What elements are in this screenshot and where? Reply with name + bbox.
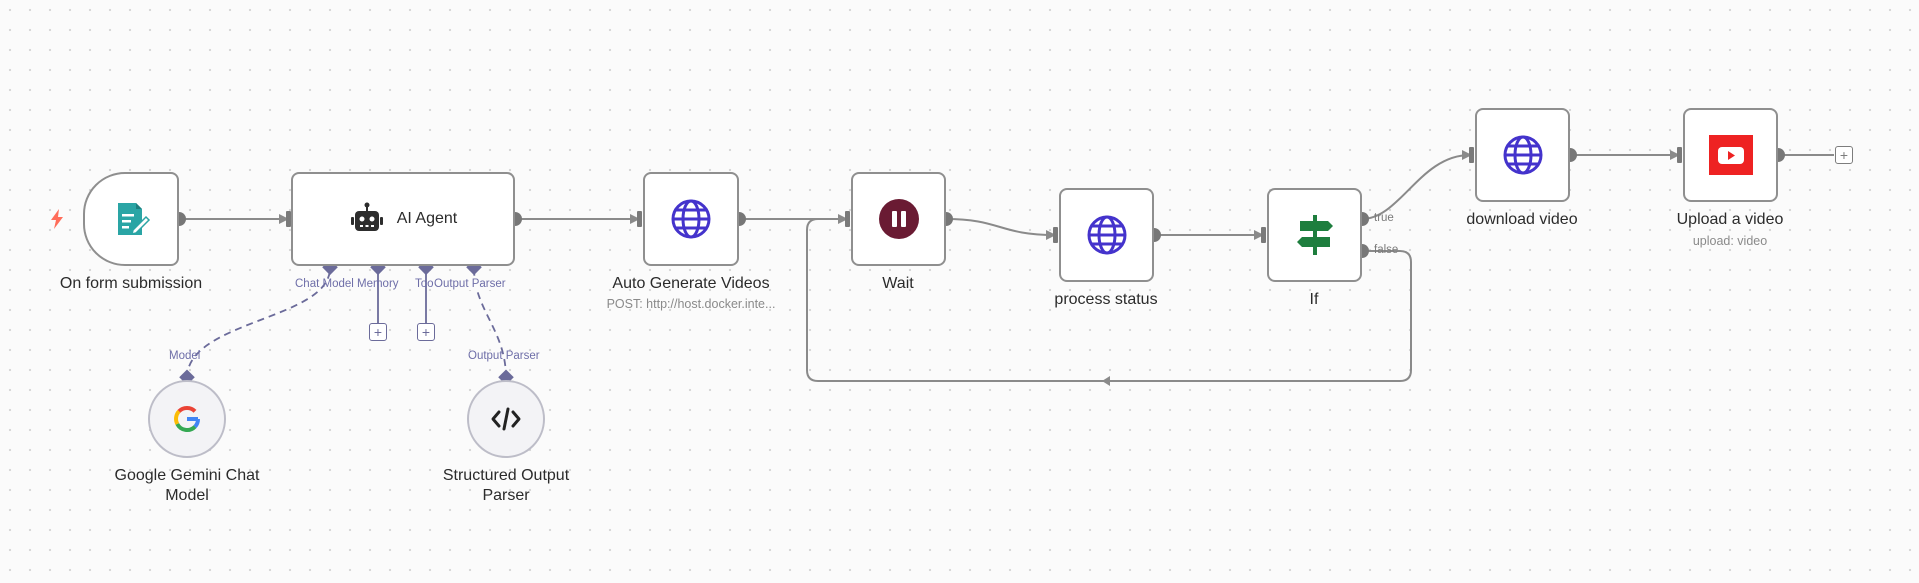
if-true-label: true	[1374, 212, 1394, 224]
if-label: If	[1309, 291, 1319, 308]
add-tool-button[interactable]: +	[417, 323, 435, 341]
edge-gemini-to-agent	[186, 267, 331, 379]
process-status-label: process status	[1054, 291, 1158, 308]
parser-port-label: Output Parser	[468, 350, 540, 362]
signpost-icon	[1296, 215, 1333, 255]
gemini-chat-model-node[interactable]	[148, 380, 226, 458]
form-trigger-node[interactable]	[83, 172, 179, 266]
globe-icon	[1503, 135, 1542, 175]
gemini-label-line2: Model	[165, 487, 209, 504]
structured-output-parser-node[interactable]	[467, 380, 545, 458]
if-node[interactable]	[1267, 188, 1362, 282]
wait-node[interactable]	[851, 172, 946, 266]
ai-agent-node[interactable]: AI Agent	[291, 172, 515, 266]
parser-label-line2: Parser	[482, 487, 530, 504]
form-trigger-label: On form submission	[59, 275, 203, 292]
code-icon	[491, 407, 521, 431]
wait-label: Wait	[882, 275, 914, 292]
gemini-label-line1: Google Gemini Chat	[114, 467, 260, 484]
upload-video-label: Upload a video	[1676, 211, 1784, 228]
agent-port-chat-model: Chat Model	[295, 278, 354, 290]
edge-true-to-download	[1361, 154, 1471, 220]
edge-wait-to-status	[945, 218, 1055, 236]
ai-agent-title: AI Agent	[396, 210, 458, 227]
add-node-button[interactable]: +	[1835, 146, 1853, 164]
parser-label-line1: Structured Output	[442, 467, 570, 484]
globe-icon	[671, 199, 711, 239]
upload-video-subtitle: upload: video	[1692, 234, 1768, 248]
auto-generate-videos-subtitle: POST: http://host.docker.inte...	[606, 297, 776, 311]
auto-generate-videos-node[interactable]	[643, 172, 739, 266]
google-g-icon	[174, 406, 200, 432]
loop-arrow	[1102, 376, 1110, 386]
agent-port-memory: Memory	[357, 278, 399, 290]
form-edit-icon	[118, 203, 151, 236]
pause-icon	[878, 199, 919, 239]
globe-icon	[1087, 215, 1126, 255]
gemini-port-label: Model	[169, 350, 201, 362]
download-video-node[interactable]	[1475, 108, 1570, 202]
process-status-node[interactable]	[1059, 188, 1154, 282]
lightning-bolt-icon	[51, 209, 63, 229]
download-video-label: download video	[1466, 211, 1578, 228]
auto-generate-videos-label: Auto Generate Videos	[612, 275, 770, 292]
add-memory-button[interactable]: +	[369, 323, 387, 341]
agent-port-tool: Tool	[415, 278, 437, 290]
if-false-label: false	[1374, 244, 1399, 256]
upload-video-node[interactable]	[1683, 108, 1778, 202]
youtube-icon	[1708, 135, 1753, 175]
robot-icon	[350, 202, 383, 231]
agent-port-output-parser: Output Parser	[434, 278, 506, 290]
